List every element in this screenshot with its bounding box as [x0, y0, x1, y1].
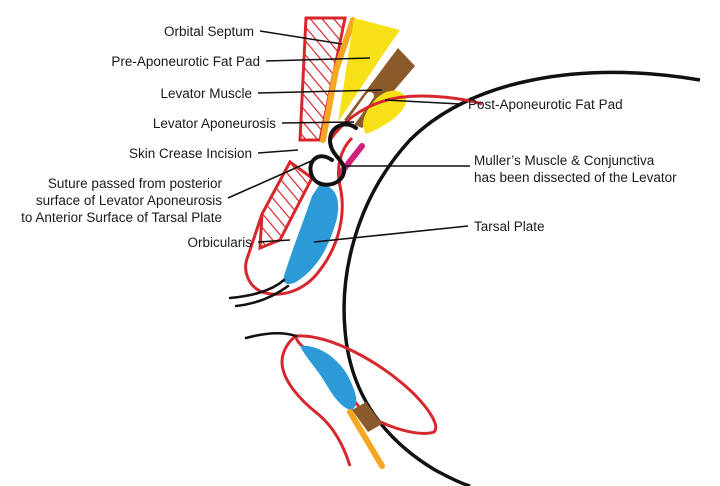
label-orbicularis: Orbicularis: [187, 235, 252, 250]
label-suture-line-2: surface of Levator Aponeurosis: [36, 193, 222, 208]
label-muller-line-1: Muller’s Muscle & Conjunctiva: [474, 153, 655, 168]
lower-eyelashes: [244, 332, 298, 340]
lower-septum: [347, 409, 385, 469]
leader-orbicularis: [257, 239, 291, 243]
leader-orbital-septum: [259, 30, 343, 45]
leader-tarsal-plate: [313, 225, 469, 243]
label-muller-line-2: has been dissected of the Levator: [474, 170, 677, 185]
lower-tarsal-plate: [300, 345, 357, 410]
suture-loop: [308, 122, 358, 187]
post-aponeurotic-fat-pad: [363, 90, 406, 134]
leader-lines: [227, 30, 470, 243]
upper-eyelashes: [228, 278, 290, 308]
levator-aponeurosis: [330, 92, 374, 152]
label-skin-crease-incision: Skin Crease Incision: [129, 146, 252, 161]
upper-lid-skin-outline: [244, 136, 354, 296]
leader-pre-aponeurotic-fat: [265, 57, 371, 62]
lower-retractor: [352, 402, 382, 432]
leader-skin-crease-incision: [257, 149, 299, 154]
orbital-septum: [320, 17, 356, 143]
label-pre-aponeurotic-fat-pad: Pre-Aponeurotic Fat Pad: [111, 54, 260, 69]
leader-suture: [227, 157, 319, 199]
upper-lid-outline: [328, 94, 483, 141]
label-post-aponeurotic-fat-pad: Post-Aponeurotic Fat Pad: [468, 97, 623, 112]
label-orbital-septum: Orbital Septum: [164, 24, 254, 39]
orbicularis-hatch-region: [258, 159, 314, 251]
label-suture-line-3: to Anterior Surface of Tarsal Plate: [21, 210, 222, 225]
pre-aponeurotic-fat-pad: [338, 18, 400, 122]
tarsal-plate: [283, 184, 339, 284]
leader-post-aponeurotic-fat: [384, 99, 461, 105]
globe-outline: [342, 70, 701, 486]
label-suture-line-1: Suture passed from posterior: [48, 176, 223, 191]
label-levator-aponeurosis: Levator Aponeurosis: [153, 116, 276, 131]
lower-lid-outer-outline: [280, 334, 352, 467]
leader-levator-aponeurosis: [281, 121, 355, 124]
label-levator-muscle: Levator Muscle: [160, 86, 252, 101]
leader-levator-muscle: [257, 89, 383, 94]
label-tarsal-plate: Tarsal Plate: [474, 219, 545, 234]
